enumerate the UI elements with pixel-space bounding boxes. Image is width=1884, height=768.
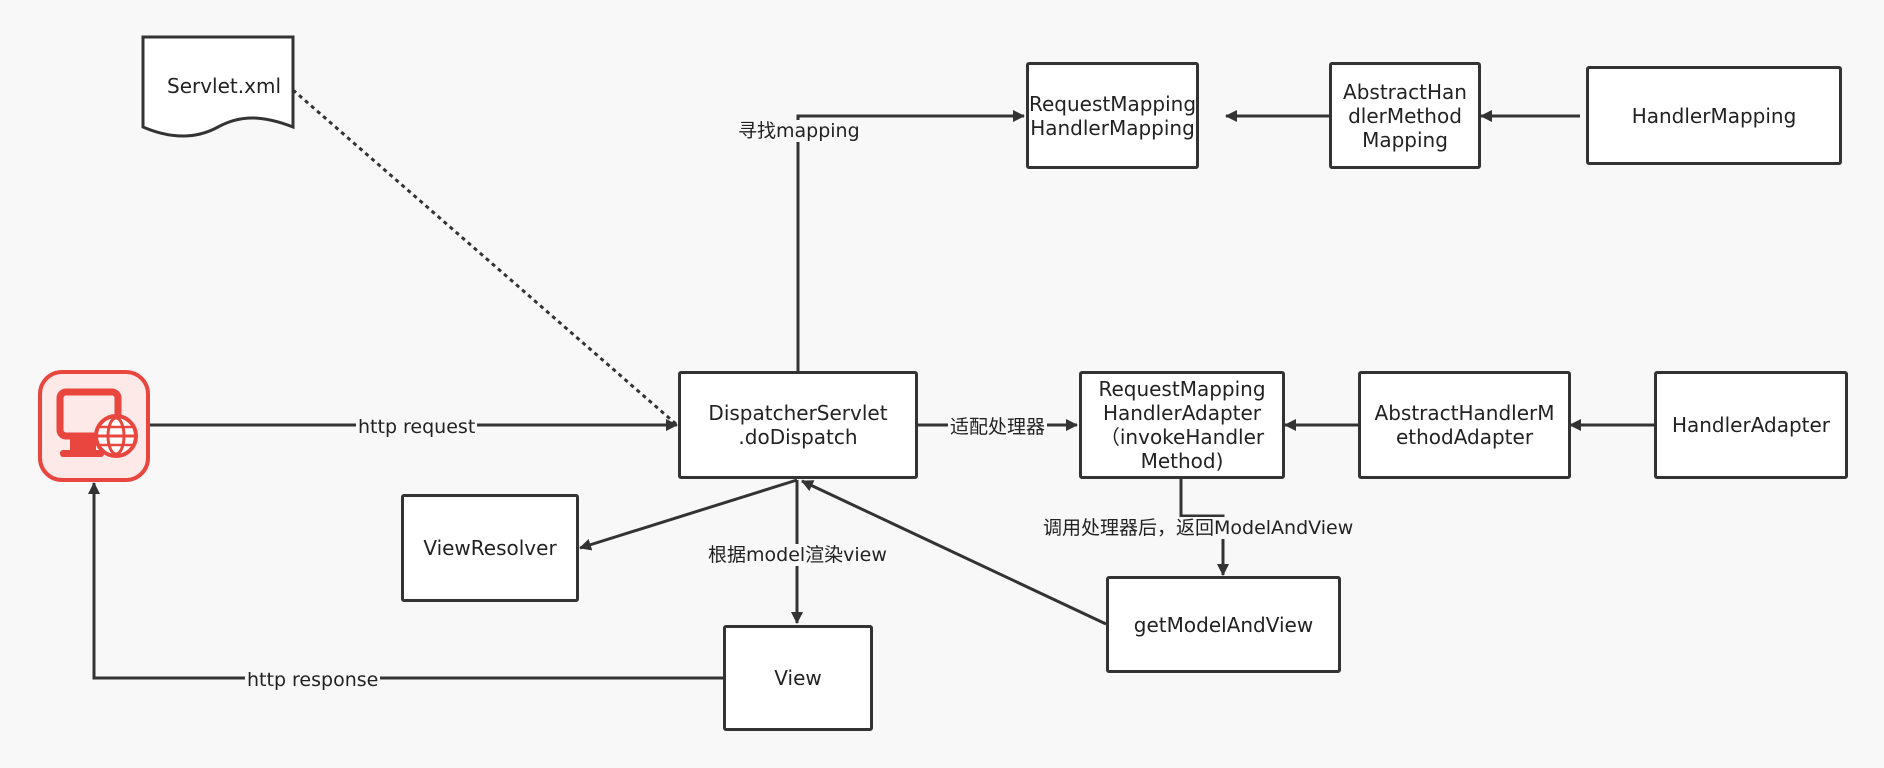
handler-adapter-box[interactable]: HandlerAdapter [1654, 371, 1848, 479]
edge-return-mav [1179, 479, 1229, 576]
request-mapping-handler-mapping-box[interactable]: RequestMapping HandlerMapping [1026, 62, 1199, 169]
servlet-xml-label: Servlet.xml [167, 74, 281, 98]
servlet-xml-doc-shape [141, 35, 295, 138]
edge-label-http-request: http request [356, 416, 478, 438]
get-model-and-view-box[interactable]: getModelAndView [1106, 576, 1341, 673]
edge-config-dotted [292, 88, 677, 426]
edge-label-http-response: http response [245, 669, 381, 691]
edge-find-mapping [796, 110, 1025, 371]
edge-label-return-model-and-view: 调用处理器后，返回ModelAndView [1041, 517, 1356, 539]
web-client-icon [38, 370, 150, 482]
dispatcher-servlet-box[interactable]: DispatcherServlet .doDispatch [678, 371, 918, 479]
edge-to-view-resolver [579, 478, 798, 551]
abstract-handler-method-mapping-box[interactable]: AbstractHan dlerMethod Mapping [1329, 62, 1481, 169]
edge-label-find-mapping: 寻找mapping [736, 120, 862, 142]
edge-mav-to-dispatcher [801, 479, 1107, 626]
edge-label-adapt-handler: 适配处理器 [948, 416, 1048, 438]
request-mapping-handler-adapter-box[interactable]: RequestMapping HandlerAdapter （invokeHan… [1079, 371, 1285, 479]
view-resolver-box[interactable]: ViewResolver [401, 494, 579, 602]
abstract-handler-method-adapter-box[interactable]: AbstractHandlerM ethodAdapter [1358, 371, 1571, 479]
handler-mapping-box[interactable]: HandlerMapping [1586, 66, 1842, 165]
view-box[interactable]: View [723, 625, 873, 731]
edge-label-render-view: 根据model渲染view [706, 544, 889, 566]
edge-http-response [88, 482, 723, 680]
